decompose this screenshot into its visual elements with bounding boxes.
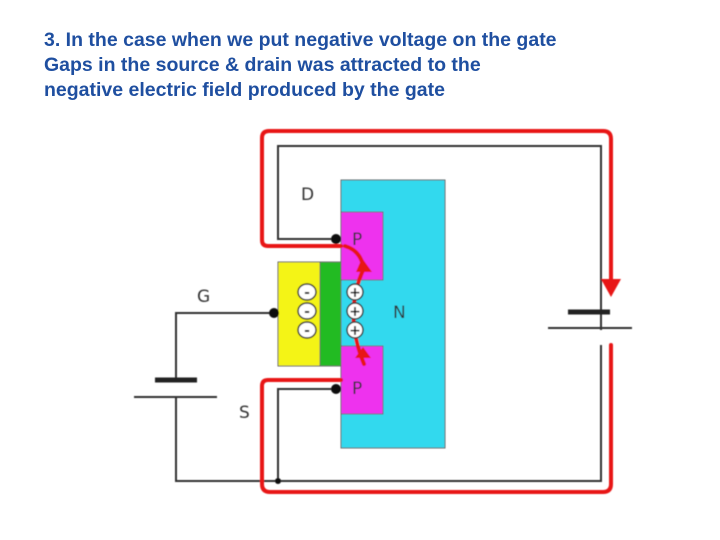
p-drain-label: P: [352, 230, 362, 250]
drain-contact: [331, 234, 341, 244]
heading-line-3: negative electric field produced by the …: [44, 79, 445, 101]
gate-battery: [134, 377, 217, 398]
hole-charges: + + +: [346, 283, 364, 339]
drain-wire: [277, 145, 602, 330]
flow-arrow-channel-bottom: [355, 347, 371, 358]
source-contact: [331, 384, 341, 394]
gate-charges: - - -: [297, 283, 317, 339]
source-wire: [277, 388, 334, 481]
drain-battery: [548, 309, 632, 329]
n-region-label: N: [393, 303, 406, 323]
p-source-label: P: [352, 379, 362, 399]
gate-charge-2: -: [304, 304, 310, 320]
hole-flow-top: [260, 129, 613, 282]
drain-label: D: [301, 185, 314, 205]
gate-charge-3: -: [304, 323, 310, 339]
flow-arrow-battery: [601, 279, 621, 297]
hole-charge-1: +: [349, 285, 361, 301]
gate-charge-1: -: [304, 285, 310, 301]
hole-charge-2: +: [349, 304, 361, 320]
return-wire: [175, 345, 602, 482]
slide-heading: 3. In the case when we put negative volt…: [44, 28, 704, 103]
heading-line-1: 3. In the case when we put negative volt…: [44, 29, 557, 51]
flow-arrow-channel-top: [356, 258, 372, 272]
hole-charge-3: +: [349, 323, 361, 339]
gate-oxide: [319, 261, 342, 367]
gate-label: G: [197, 287, 210, 307]
hole-flow-bottom: [260, 343, 613, 494]
gate-contact: [269, 308, 279, 318]
return-junction: [275, 478, 281, 484]
heading-line-2: Gaps in the source & drain was attracted…: [44, 54, 481, 76]
source-label: S: [239, 403, 250, 423]
gate-wire: [175, 312, 272, 380]
